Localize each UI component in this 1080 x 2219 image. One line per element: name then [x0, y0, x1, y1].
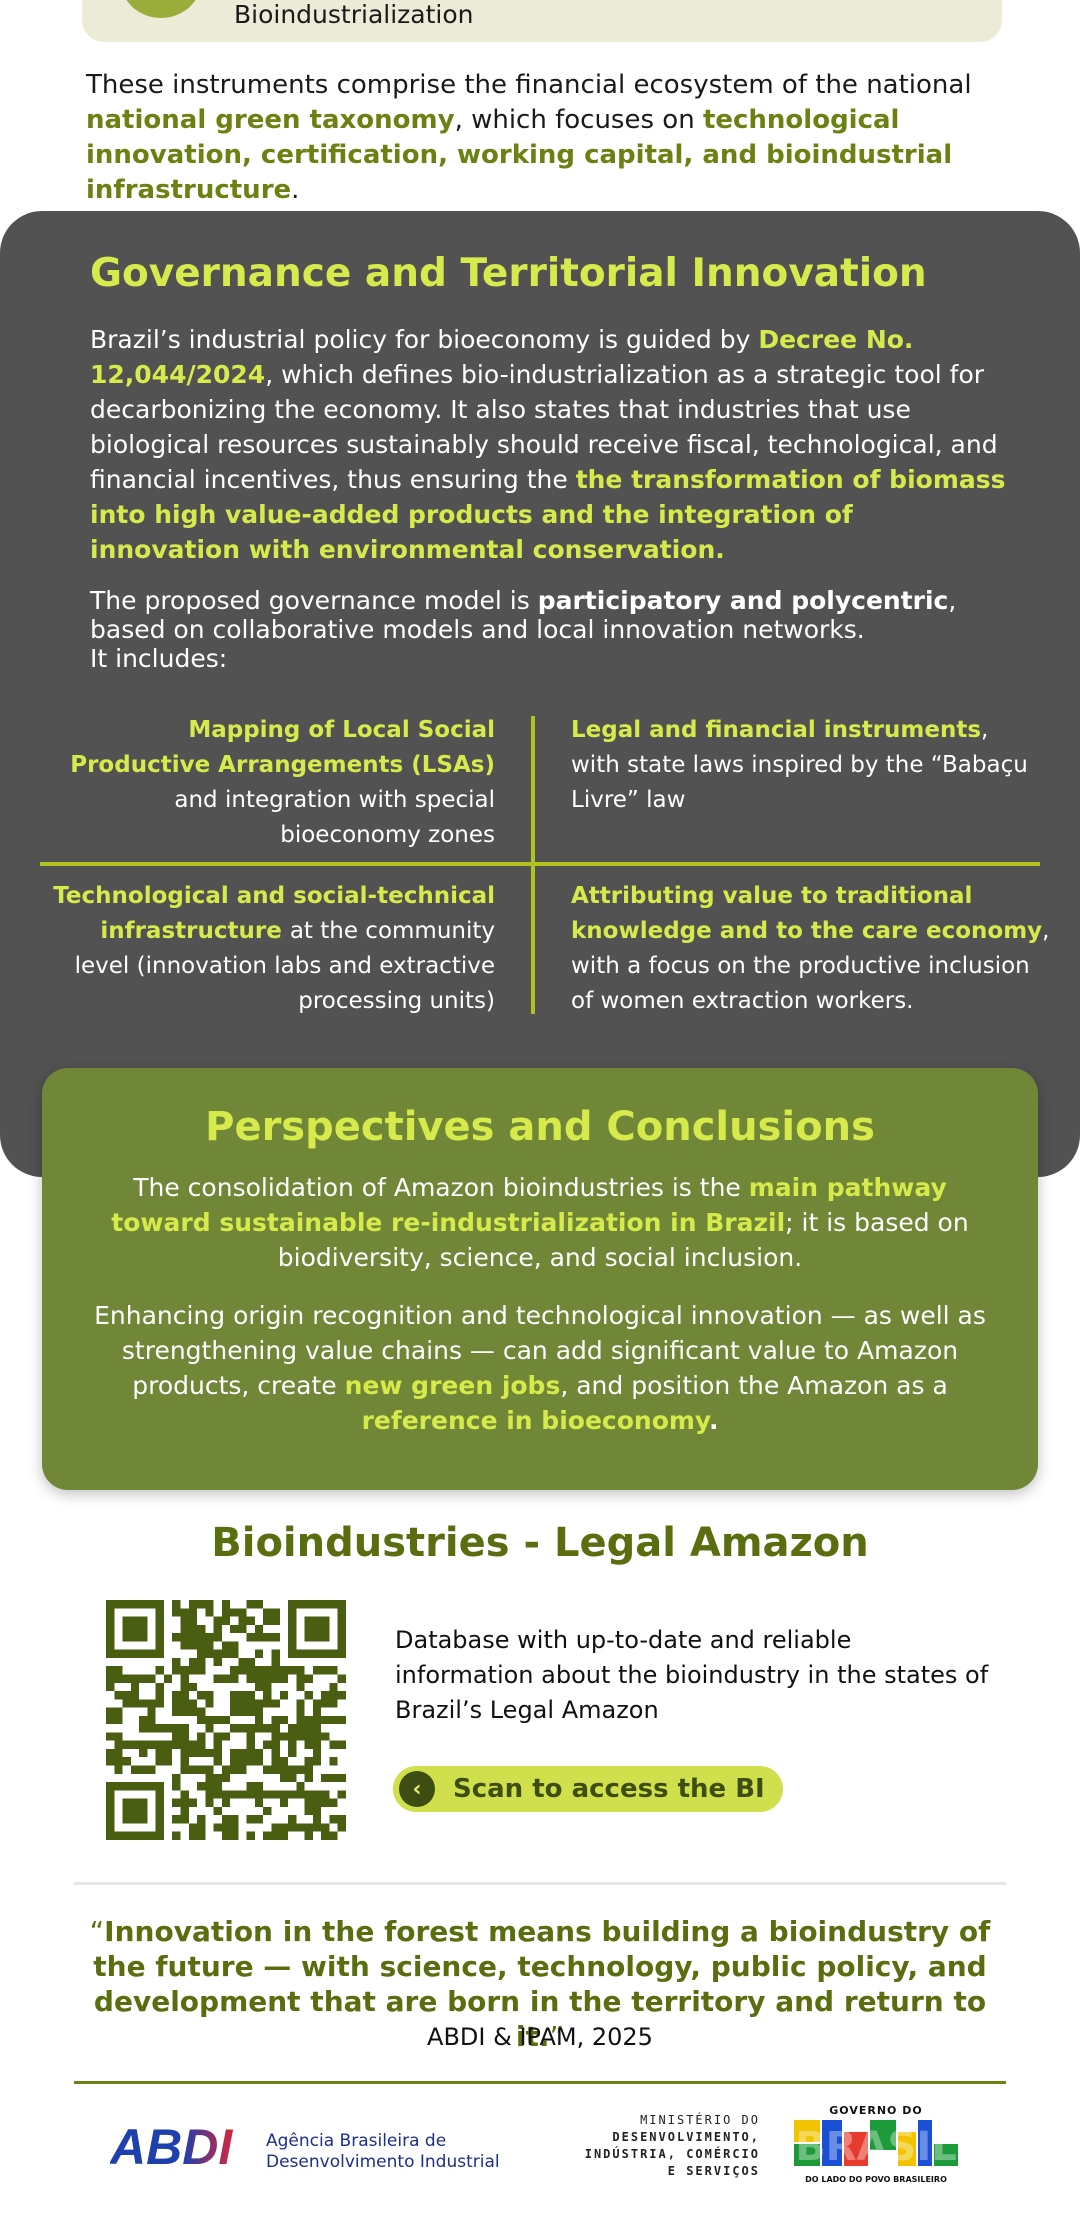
bi-title: Bioindustries - Legal Amazon — [211, 1520, 869, 1566]
cell-3-text: at the community level (innovation labs … — [74, 918, 495, 1014]
cell-1-highlight: Mapping of Local Social Productive Arran… — [70, 717, 495, 778]
gov-p1-highlight: the transformation of biomass into high … — [90, 465, 1006, 564]
cell-1-text: and integration with special bioeconomy … — [174, 787, 495, 848]
grid-cell-legal-instruments: Legal and financial instruments, with st… — [571, 713, 1041, 818]
abdi-logo-text: ABDI — [110, 2120, 233, 2170]
intro-highlight-1: national green taxonomy — [86, 105, 455, 135]
concl-p2-text-1: Enhancing origin recognition and technol… — [94, 1301, 986, 1400]
ministry-line-1: MINISTÉRIO DO — [640, 2113, 760, 2127]
scan-to-access-button[interactable]: ‹ Scan to access the BI — [393, 1766, 783, 1812]
gov-logo-bottom: DO LADO DO POVO BRASILEIRO — [805, 2175, 947, 2184]
governance-paragraph-2: The proposed governance model is partici… — [90, 586, 1010, 673]
grid-cell-traditional-knowledge: Attributing value to traditional knowled… — [571, 879, 1051, 1019]
cell-4-text: , with a focus on the productive inclusi… — [571, 918, 1050, 1014]
top-header-pill — [82, 0, 1002, 42]
footer-divider — [74, 2081, 1006, 2084]
grid-cell-infrastructure: Technological and social-technical infra… — [40, 879, 495, 1019]
concl-p2-text-3: . — [708, 1406, 719, 1435]
abdi-logo: ABDI — [110, 2120, 233, 2170]
concl-p2-text-2: , and position the Amazon as a — [560, 1371, 948, 1400]
abdi-line-2: Desenvolvimento Industrial — [266, 2152, 500, 2172]
ministry-line-4: E SERVIÇOS — [667, 2164, 760, 2178]
qr-modules — [106, 1600, 346, 1840]
cell-4-highlight: Attributing value to traditional knowled… — [571, 883, 1043, 944]
intro-highlight-2: technological innovation, certification,… — [86, 105, 953, 205]
divider — [74, 1882, 1006, 1885]
gov-logo-main: BRASIL — [795, 2124, 956, 2170]
gov-p1-text-2: , which defines bio-industrialization as… — [90, 360, 998, 494]
concl-p2-reference: reference in bioeconomy — [361, 1406, 709, 1435]
conclusions-paragraph-1: The consolidation of Amazon bioindustrie… — [82, 1170, 998, 1275]
cell-2-highlight: Legal and financial instruments — [571, 717, 982, 743]
bi-description: Database with up-to-date and reliable in… — [395, 1626, 989, 1724]
governance-title: Governance and Territorial Innovation — [90, 251, 927, 296]
intro-text-3: . — [291, 175, 300, 205]
qr-code[interactable] — [106, 1600, 346, 1840]
governo-do-brasil-logo: GOVERNO DO BRASIL DO LADO DO POVO BRASIL… — [794, 2104, 958, 2184]
top-pill-label: Bioindustrialization — [234, 0, 474, 29]
gov-p1-decree: Decree No. 12,044/2024 — [90, 325, 914, 389]
concl-p1-highlight: main pathway toward sustainable re-indus… — [111, 1173, 947, 1237]
grid-cell-lsa-mapping: Mapping of Local Social Productive Arran… — [60, 713, 495, 853]
gov-p1-text-1: Brazil’s industrial policy for bioeconom… — [90, 325, 759, 354]
concl-p1-text-1: The consolidation of Amazon bioindustrie… — [133, 1173, 749, 1202]
governance-section: Governance and Territorial Innovation Br… — [0, 211, 1080, 1177]
gov-p2-text-1: The proposed governance model is — [90, 586, 538, 615]
quote-open-mark: “ — [89, 1915, 105, 1948]
intro-paragraph: These instruments comprise the financial… — [86, 68, 1016, 208]
governance-paragraph-1: Brazil’s industrial policy for bioeconom… — [90, 322, 1010, 567]
quote-source: ABDI & IPAM, 2025 — [427, 2023, 653, 2051]
conclusions-title: Perspectives and Conclusions — [205, 1104, 875, 1150]
concl-p2-green-jobs: new green jobs — [344, 1371, 561, 1400]
cell-2-text: , with state laws inspired by the “Babaç… — [571, 717, 1028, 813]
quote-text: Innovation in the forest means building … — [93, 1915, 991, 2053]
gov-logo-top: GOVERNO DO — [829, 2104, 922, 2117]
quote: “Innovation in the forest means building… — [74, 1914, 1006, 2054]
quote-close-mark: ” — [549, 2020, 565, 2053]
ministry-line-2: DESENVOLVIMENTO, — [612, 2130, 760, 2144]
cell-3-highlight: Technological and social-technical infra… — [53, 883, 495, 944]
conclusions-paragraph-2: Enhancing origin recognition and technol… — [82, 1298, 998, 1438]
abdi-line-1: Agência Brasileira de — [266, 2131, 447, 2151]
intro-text-2: , which focuses on — [454, 105, 703, 135]
ministry-name: MINISTÉRIO DO DESENVOLVIMENTO, INDÚSTRIA, … — [560, 2112, 760, 2180]
gov-p2-bold: participatory and polycentric — [537, 586, 949, 615]
scan-button-label: Scan to access the BI — [453, 1774, 765, 1804]
gov-p2-text-3: It includes: — [90, 644, 228, 673]
intro-text-1: These instruments comprise the financial… — [86, 70, 972, 100]
chevron-left-icon: ‹ — [399, 1771, 435, 1807]
grid-horizontal-divider — [40, 862, 1040, 866]
gov-p2-text-2: , based on collaborative models and loca… — [90, 586, 957, 644]
ministry-line-3: INDÚSTRIA, COMÉRCIO — [584, 2147, 760, 2161]
concl-p1-text-2: ; it is based on biodiversity, science, … — [277, 1208, 969, 1272]
conclusions-card: Perspectives and Conclusions The consoli… — [42, 1068, 1038, 1490]
